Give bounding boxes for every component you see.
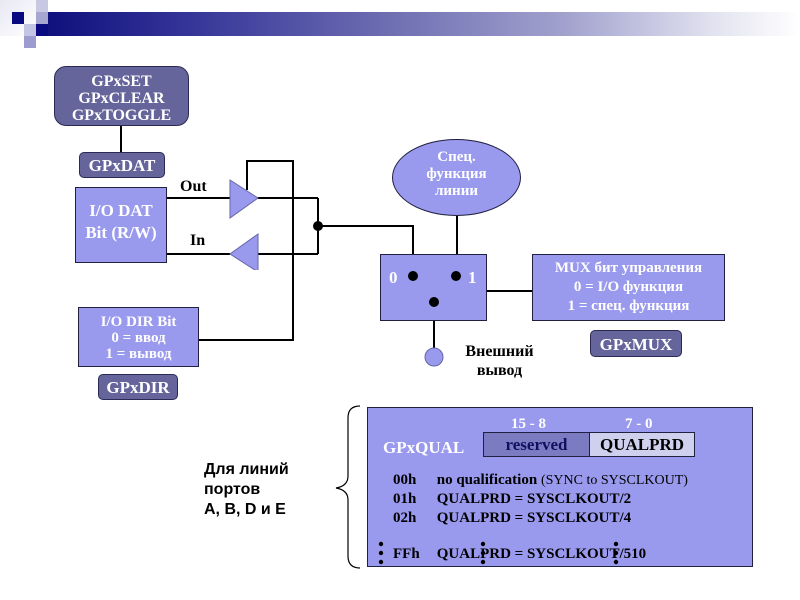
reg-gpxclear: GPxCLEAR xyxy=(78,90,165,107)
io-dir-line-2: 0 = ввод xyxy=(111,330,166,346)
gpxqual-register: GPxQUAL xyxy=(383,438,465,457)
qual-row: 00h no qualification (SYNC to SYSCLKOUT) xyxy=(393,472,688,489)
reg-gpxset: GPxSET xyxy=(91,73,152,90)
input-buffer-icon xyxy=(229,233,259,270)
qual-code: 00h xyxy=(393,472,417,488)
io-dir-bit-box: I/O DIR Bit 0 = ввод 1 = вывод xyxy=(78,307,199,367)
title-bar xyxy=(30,12,800,36)
io-dir-line-1: I/O DIR Bit xyxy=(100,314,177,330)
field-reserved: reserved xyxy=(483,432,590,457)
mux-input-0-label: 0 xyxy=(389,268,398,287)
qual-code: 01h xyxy=(393,491,417,507)
field-qualprd: QUALPRD xyxy=(589,432,695,457)
qual-row: 01h QUALPRD = SYSCLKOUT/2 xyxy=(393,491,631,508)
mux-common-dot xyxy=(429,297,439,307)
junction-dot xyxy=(313,221,323,231)
ellipsis-icons xyxy=(378,541,619,565)
mux-control-bit-box: MUX бит управления 0 = I/O функция 1 = с… xyxy=(532,254,725,321)
qual-text: QUALPRD = SYSCLKOUT/510 xyxy=(436,546,647,562)
spec-line-3: линии xyxy=(435,183,478,199)
qual-note: (SYNC to SYSCLKOUT) xyxy=(540,473,688,488)
bits-high-label: 15 - 8 xyxy=(511,416,546,432)
mux-box xyxy=(380,254,487,321)
external-pin-label: Внешний вывод xyxy=(452,342,547,380)
qual-code: FFh xyxy=(393,546,420,562)
qual-code: 02h xyxy=(393,510,417,526)
io-dir-line-3: 1 = вывод xyxy=(105,346,172,362)
gpxdir-register: GPxDIR xyxy=(98,374,178,400)
io-dat-bit-box: I/O DAT Bit (R/W) xyxy=(75,187,167,263)
qual-text: no qualification xyxy=(436,472,538,488)
mux-input-0-dot xyxy=(408,271,418,281)
buffer-icons xyxy=(229,179,259,270)
io-dat-line-1: I/O DAT xyxy=(89,201,153,220)
wire-dir-enable xyxy=(199,160,294,341)
external-pin-icon xyxy=(424,347,444,367)
ports-line-1: Для линий xyxy=(204,461,289,478)
gpxdat-register: GPxDAT xyxy=(79,152,165,178)
bits-low-label: 7 - 0 xyxy=(625,416,653,432)
spec-line-1: Спец. xyxy=(437,149,476,165)
mux-input-1-dot xyxy=(451,271,461,281)
qual-row: 02h QUALPRD = SYSCLKOUT/4 xyxy=(393,510,631,527)
mux-ctl-line-1: MUX бит управления xyxy=(554,260,703,276)
ext-line-2: вывод xyxy=(476,362,523,379)
special-function-ellipse: Спец. функция линии xyxy=(392,139,521,216)
out-label: Out xyxy=(180,178,207,195)
qual-text: QUALPRD = SYSCLKOUT/2 xyxy=(436,491,632,507)
ports-line-2: портов xyxy=(204,481,261,498)
set-clear-toggle-registers: GPxSET GPxCLEAR GPxTOGGLE xyxy=(54,66,189,126)
in-label: In xyxy=(190,232,206,249)
brace-icon xyxy=(335,405,361,569)
spec-line-2: функция xyxy=(426,166,487,182)
io-dat-line-2: Bit (R/W) xyxy=(85,223,157,242)
mux-ctl-line-2: 0 = I/O функция xyxy=(573,279,684,295)
qual-row: FFh QUALPRD = SYSCLKOUT/510 xyxy=(393,546,646,563)
mux-ctl-line-3: 1 = спец. функция xyxy=(567,298,690,314)
reg-gpxtoggle: GPxTOGGLE xyxy=(71,107,172,124)
mux-input-1-label: 1 xyxy=(468,268,477,287)
output-buffer-icon xyxy=(229,179,259,219)
qual-text: QUALPRD = SYSCLKOUT/4 xyxy=(436,510,632,526)
ports-note: Для линий портов A, B, D и E xyxy=(204,460,289,520)
ext-line-1: Внешний xyxy=(465,343,534,360)
gpxmux-register: GPxMUX xyxy=(590,330,682,357)
ports-line-3: A, B, D и E xyxy=(204,501,286,518)
